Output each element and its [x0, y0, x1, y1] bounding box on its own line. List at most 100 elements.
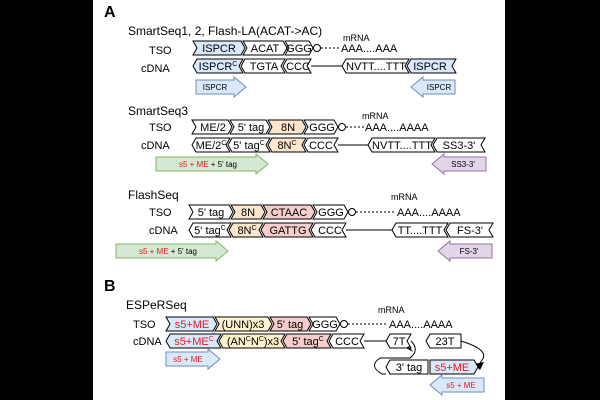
- tso-segment-s5me: [165, 316, 218, 332]
- tso-segment-ispcr: [192, 40, 246, 56]
- segment-label: 5' tagC: [233, 140, 265, 152]
- tso-segment-5tag: [269, 316, 312, 332]
- segment-label: ISPCRC: [199, 61, 238, 73]
- cdna-segment-5tag: [188, 222, 232, 238]
- segment-label: GATTG: [269, 225, 306, 237]
- section-esperseq: ESPeRSeq TSO cDNA mRNA s5+ME (UNN)x3 5' …: [126, 298, 485, 397]
- primer-arrow-right: [431, 152, 487, 176]
- tso-segment-5tag: [188, 204, 234, 220]
- loop-arrow-left: [374, 340, 416, 375]
- polya-text: AAA....AAAA: [389, 319, 453, 331]
- cdna-segment-me2: [191, 137, 231, 153]
- segment-label: CCC: [335, 336, 359, 348]
- segment-label: CCC: [309, 140, 333, 152]
- cdna-segment-8n: [267, 137, 307, 153]
- tso-label: TSO: [133, 319, 156, 331]
- section-title: ESPeRSeq: [126, 298, 187, 312]
- mrna-label: mRNA: [378, 305, 405, 315]
- segment-label: CTAAC: [271, 207, 308, 219]
- segment-label: 7T: [393, 336, 406, 348]
- mrna-label: mRNA: [391, 192, 418, 202]
- segment-label: NVTT....TTT: [372, 140, 432, 152]
- cap-circle: [348, 208, 356, 216]
- segment-label: 5' tagC: [194, 225, 226, 237]
- segment-label: s5+ME: [175, 319, 210, 331]
- cdna-segment-5tag: [282, 333, 332, 349]
- segment-label: 5' tag: [277, 319, 304, 331]
- section-title: SmartSeq1, 2, Flash-LA(ACAT->AC): [128, 24, 322, 38]
- primer-label: SS3-3': [451, 160, 475, 169]
- panel-label-a: A: [104, 4, 116, 21]
- primer-label: FS-3': [460, 247, 479, 256]
- section-smartseq3: SmartSeq3 TSO cDNA mRNA ME/2 5' tag 8N G…: [128, 104, 487, 176]
- segment-label: s5+MEC: [174, 336, 214, 348]
- segment-label: 5' tag: [238, 122, 265, 134]
- tso-segment-ggg: [284, 40, 314, 56]
- segment-label: ME/2C: [196, 140, 227, 152]
- cdna-segment-nvtt: [367, 137, 436, 153]
- cdna-segment-gattg: [260, 222, 314, 238]
- tso-label: TSO: [149, 207, 172, 219]
- tso-segment-me2: [191, 119, 233, 135]
- tso-label: TSO: [149, 45, 172, 57]
- cdna-label: cDNA: [141, 63, 170, 75]
- tso-segment-5tag: [229, 119, 271, 135]
- section-flashseq: FlashSeq TSO cDNA mRNA 5' tag 8N CTAAC G…: [115, 188, 494, 263]
- mrna-label: mRNA: [362, 111, 389, 121]
- cdna-segment-tgta: [240, 58, 286, 74]
- tso-segment-ggg: [303, 119, 339, 135]
- cap-circle: [340, 320, 348, 328]
- small-arrowhead: [406, 346, 413, 352]
- cdna-segment-tt: [391, 222, 449, 238]
- segment-label: 8NC: [277, 140, 296, 152]
- polya-text: AAA....AAA: [341, 43, 398, 55]
- cdna-segment-ss3: [432, 137, 486, 153]
- cdna-segment-fs3: [445, 222, 494, 238]
- cdna-segment-nvtt: [341, 58, 410, 74]
- segment-label: GGG: [312, 319, 338, 331]
- tso-segment-unn: [214, 316, 273, 332]
- cdna-label: cDNA: [141, 140, 170, 152]
- polya-text: AAA....AAAA: [397, 207, 461, 219]
- segment-3tag: [385, 359, 429, 375]
- segment-label: GGG: [286, 43, 312, 55]
- segment-label: 5' tag: [198, 207, 225, 219]
- segment-label: ISPCR: [202, 43, 236, 55]
- segment-label: ME/2: [200, 122, 226, 134]
- tso-segment-acat: [242, 40, 288, 56]
- segment-label: ACAT: [251, 43, 280, 55]
- segment-label: 8NC: [237, 225, 256, 237]
- primer-label: s5 + ME: [173, 355, 203, 364]
- segment-23t: [425, 333, 462, 349]
- segment-label: (UNN)x3: [222, 319, 265, 331]
- segment-label: 5' tagC: [292, 336, 324, 348]
- cdna-segment-ccc: [282, 58, 312, 74]
- loop-arrow-right: [460, 340, 485, 367]
- mrna-label: mRNA: [343, 33, 370, 43]
- cdna-segment-5tag: [227, 137, 271, 153]
- segment-label: TT....TTT: [398, 225, 443, 237]
- primer-arrow-left: [155, 152, 269, 176]
- figure-panel: A B SmartSeq1, 2, Flash-LA(ACAT->AC) TSO…: [93, 0, 505, 400]
- segment-7t: [385, 333, 412, 349]
- primer-arrow-right: [437, 239, 493, 263]
- cdna-label: cDNA: [133, 336, 162, 348]
- primer-label: s5 + ME + 5' tag: [179, 160, 237, 169]
- segment-label: ISPCR: [413, 61, 447, 73]
- segment-label: CCC: [286, 61, 310, 73]
- segment-label: GGG: [318, 207, 344, 219]
- segment-label: CCC: [318, 225, 342, 237]
- primer-arrow-left: [115, 239, 229, 263]
- tso-segment-ggg: [308, 316, 341, 332]
- tso-segment-ggg: [312, 204, 349, 220]
- segment-label: 3' tag: [396, 362, 423, 374]
- cdna-label: cDNA: [149, 225, 178, 237]
- segment-label: 8N: [281, 122, 295, 134]
- segment-label: s5+ME: [435, 362, 470, 374]
- segment-label: SS3-3': [443, 140, 476, 152]
- primer-arrow-right: [429, 373, 485, 397]
- cdna-segment-ccc: [303, 137, 339, 153]
- tso-label: TSO: [149, 122, 172, 134]
- cap-circle: [313, 44, 321, 52]
- cap-circle: [338, 123, 346, 131]
